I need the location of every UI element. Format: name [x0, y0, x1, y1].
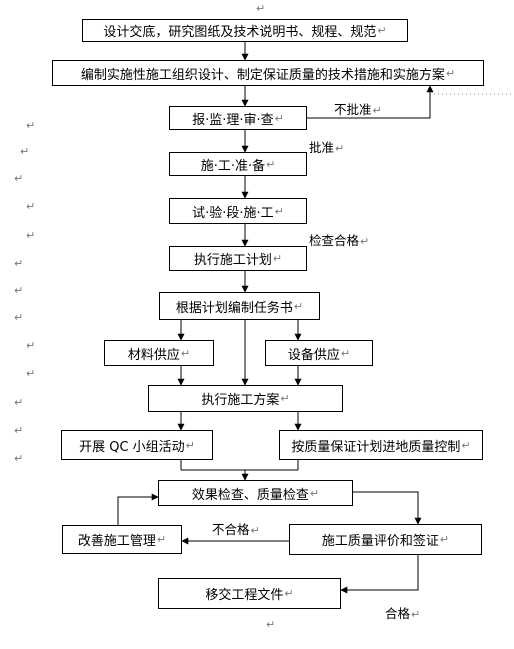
- paragraph-mark: ↵: [377, 24, 387, 37]
- paragraph-mark: ↵: [439, 533, 450, 546]
- node-equipment: 设备供应↵: [265, 340, 373, 366]
- paragraph-mark: ↵: [274, 204, 284, 218]
- paragraph-mark: ↵: [185, 438, 195, 452]
- node-improve-label: 改善施工管理: [77, 534, 156, 549]
- node-trial: 试·验·段·施·工↵: [169, 198, 307, 224]
- node-review: 报·监·理·审·查↵: [169, 106, 307, 130]
- paragraph-mark: ↵: [274, 111, 284, 125]
- paragraph-mark: ↵: [180, 346, 191, 360]
- node-improve: 改善施工管理↵: [62, 525, 182, 554]
- edge-evaluate-handover-pass: [340, 555, 419, 594]
- node-handover-label: 移交工程文件: [205, 588, 284, 603]
- node-trial-label: 试·验·段·施·工: [192, 205, 274, 221]
- node-task-book-label: 根据计划编制任务书: [175, 300, 293, 316]
- paragraph-mark: ↵: [14, 311, 24, 324]
- node-evaluate-label: 施工质量评价和签证: [321, 534, 439, 549]
- paragraph-mark: ↵: [340, 346, 351, 360]
- edge-label-fail: 不合格↵: [212, 519, 260, 538]
- edge-review-back-not-approved: [307, 85, 434, 119]
- paragraph-mark: ↵: [372, 104, 382, 117]
- node-execute-scheme-label: 执行施工方案: [201, 393, 280, 408]
- paragraph-mark: ↵: [445, 66, 456, 80]
- paragraph-mark: ↵: [14, 424, 24, 437]
- paragraph-mark: ↵: [14, 284, 24, 297]
- paragraph-mark: ↵: [360, 235, 370, 248]
- paragraph-mark: ↵: [14, 396, 24, 409]
- node-execute-plan-label: 执行施工计划: [193, 253, 272, 268]
- paragraph-mark: ↵: [280, 392, 290, 405]
- paragraph-mark: ↵: [309, 486, 320, 500]
- paragraph-mark: ↵: [26, 229, 36, 242]
- paragraph-mark: ↵: [14, 172, 24, 185]
- edge-label-fail-text: 不合格: [212, 522, 250, 537]
- paragraph-mark: ↵: [156, 533, 167, 546]
- node-quality-control: 按质量保证计划进地质量控制↵: [279, 430, 483, 460]
- paragraph-mark: ↵: [461, 438, 471, 452]
- paragraph-mark: ↵: [335, 142, 345, 155]
- paragraph-mark: ↵: [20, 145, 30, 158]
- node-equipment-label: 设备供应: [287, 347, 340, 363]
- paragraph-mark: ↵: [26, 119, 36, 132]
- node-prep: 施·工·准·备↵: [169, 152, 307, 176]
- node-execute-plan: 执行施工计划↵: [169, 246, 307, 271]
- paragraph-mark: ↵: [250, 524, 260, 537]
- paragraph-mark: ↵: [256, 2, 266, 15]
- paragraph-mark: ↵: [293, 299, 304, 313]
- node-evaluate: 施工质量评价和签证↵: [289, 524, 482, 555]
- paragraph-mark: ↵: [284, 587, 294, 600]
- paragraph-mark: ↵: [26, 367, 36, 380]
- paragraph-mark: ↵: [26, 200, 36, 213]
- paragraph-mark: ↵: [411, 608, 421, 621]
- paragraph-mark: ↵: [266, 618, 276, 631]
- paragraph-mark: ↵: [26, 339, 36, 352]
- edge-label-inspection-pass: 检查合格↵: [309, 230, 369, 249]
- edge-label-not-approved-text: 不批准: [334, 102, 372, 117]
- node-prep-label: 施·工·准·备: [200, 158, 266, 174]
- paragraph-mark: ↵: [14, 452, 24, 465]
- edge-label-approved: 批准↵: [309, 137, 344, 156]
- node-qc: 开展 QC 小组活动↵: [61, 430, 213, 460]
- node-material: 材料供应↵: [104, 340, 214, 366]
- edge-label-pass-text: 合格: [385, 606, 411, 621]
- edge-label-pass: 合格↵: [385, 603, 420, 622]
- node-inspection-label: 效果检查、质量检查: [191, 487, 309, 503]
- node-material-label: 材料供应: [127, 347, 180, 363]
- node-quality-control-label: 按质量保证计划进地质量控制: [291, 439, 461, 455]
- paragraph-mark: ↵: [266, 157, 276, 171]
- edge-label-inspection-pass-text: 检查合格: [309, 233, 360, 248]
- node-inspection: 效果检查、质量检查↵: [158, 480, 353, 506]
- node-plan: 编制实施性施工组织设计、制定保证质量的技术措施和实施方案↵: [52, 60, 484, 86]
- node-execute-scheme: 执行施工方案↵: [148, 385, 343, 412]
- edge-inspection-evaluate: [353, 491, 422, 525]
- node-design: 设计交底，研究图纸及技术说明书、规程、规范↵: [82, 19, 408, 42]
- paragraph-mark: ↵: [14, 257, 24, 270]
- node-handover: 移交工程文件↵: [158, 578, 341, 609]
- node-review-label: 报·监·理·审·查: [192, 112, 274, 128]
- node-plan-label: 编制实施性施工组织设计、制定保证质量的技术措施和实施方案: [80, 67, 445, 83]
- edge-improve-inspection: [117, 493, 159, 525]
- node-design-label: 设计交底，研究图纸及技术说明书、规程、规范: [103, 25, 377, 40]
- paragraph-mark: ↵: [272, 252, 283, 265]
- node-task-book: 根据计划编制任务书↵: [159, 292, 320, 320]
- node-qc-label: 开展 QC 小组活动: [79, 439, 185, 455]
- edge-label-approved-text: 批准: [309, 140, 335, 155]
- edge-label-not-approved: 不批准↵: [334, 99, 382, 118]
